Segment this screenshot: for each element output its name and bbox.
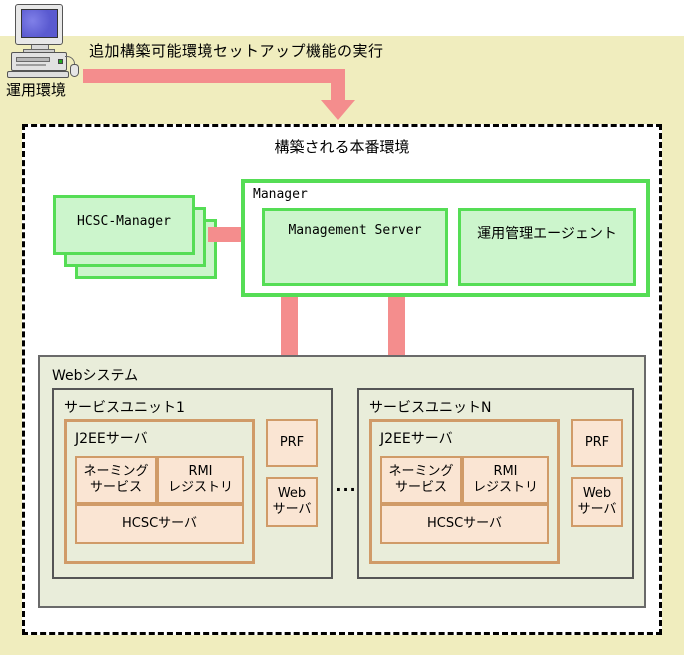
- j2ee-server-box-unit1: J2EEサーバ ネーミング サービス RMI レジストリ HCSCサーバ: [64, 419, 255, 564]
- hcsc-server-box-unit1: HCSCサーバ: [75, 504, 244, 544]
- service-unit-n-box: サービスユニットN J2EEサーバ ネーミング サービス RMI レジストリ H…: [357, 388, 634, 579]
- hcsc-manager-card-front: HCSC-Manager: [53, 195, 195, 255]
- arrow-horizontal-segment: [83, 69, 345, 83]
- units-ellipsis: ...: [335, 476, 357, 495]
- mouse-cord-icon: [65, 56, 75, 67]
- setup-function-arrow-label: 追加構築可能環境セットアップ機能の実行: [89, 42, 384, 60]
- j2ee-server-title-unitn: J2EEサーバ: [380, 431, 453, 447]
- web-server-box-unit1: Web サーバ: [266, 477, 318, 527]
- management-server-label: Management Server: [288, 223, 422, 238]
- naming-service-box-unitn: ネーミング サービス: [380, 456, 462, 504]
- drive-slot-secondary-icon: [16, 64, 46, 66]
- arrow-vertical-segment: [331, 69, 345, 103]
- hcsc-server-box-unitn: HCSCサーバ: [380, 504, 549, 544]
- mouse-icon: [70, 64, 79, 77]
- rmi-registry-box-unitn: RMI レジストリ: [462, 456, 549, 504]
- j2ee-server-title-unit1: J2EEサーバ: [75, 431, 148, 447]
- hcsc-manager-label: HCSC-Manager: [77, 214, 171, 229]
- connector-hcsc-to-manager: [208, 227, 246, 242]
- monitor-screen-icon: [21, 9, 58, 38]
- computer-tower-icon: [11, 52, 67, 71]
- manager-box: Manager Management Server 運用管理エージェント: [241, 179, 650, 297]
- prf-box-unit1: PRF: [266, 419, 318, 467]
- rmi-registry-box-unit1: RMI レジストリ: [157, 456, 244, 504]
- arrow-head-icon: [321, 100, 355, 120]
- monitor-neck-icon: [31, 45, 49, 50]
- operation-management-agent-label: 運用管理エージェント: [477, 226, 617, 242]
- production-environment-title: 構築される本番環境: [274, 138, 410, 156]
- service-unit-1-title: サービスユニット1: [64, 400, 185, 416]
- management-server-box: Management Server: [262, 208, 448, 286]
- naming-service-box-unit1: ネーミング サービス: [75, 456, 157, 504]
- service-unit-1-box: サービスユニット1 J2EEサーバ ネーミング サービス RMI レジストリ H…: [52, 388, 333, 579]
- keyboard-icon: [7, 71, 69, 78]
- web-server-box-unitn: Web サーバ: [571, 477, 623, 527]
- monitor-icon: [15, 4, 63, 45]
- operation-environment-label: 運用環境: [6, 81, 67, 99]
- j2ee-server-box-unitn: J2EEサーバ ネーミング サービス RMI レジストリ HCSCサーバ: [369, 419, 560, 564]
- power-led-icon: [58, 59, 63, 64]
- prf-box-unitn: PRF: [571, 419, 623, 467]
- manager-title: Manager: [253, 187, 308, 202]
- service-unit-n-title: サービスユニットN: [369, 400, 492, 416]
- computer-icon: [7, 4, 79, 78]
- web-system-title: Webシステム: [52, 368, 139, 384]
- operation-management-agent-box: 運用管理エージェント: [458, 208, 636, 286]
- drive-slot-icon: [16, 57, 50, 62]
